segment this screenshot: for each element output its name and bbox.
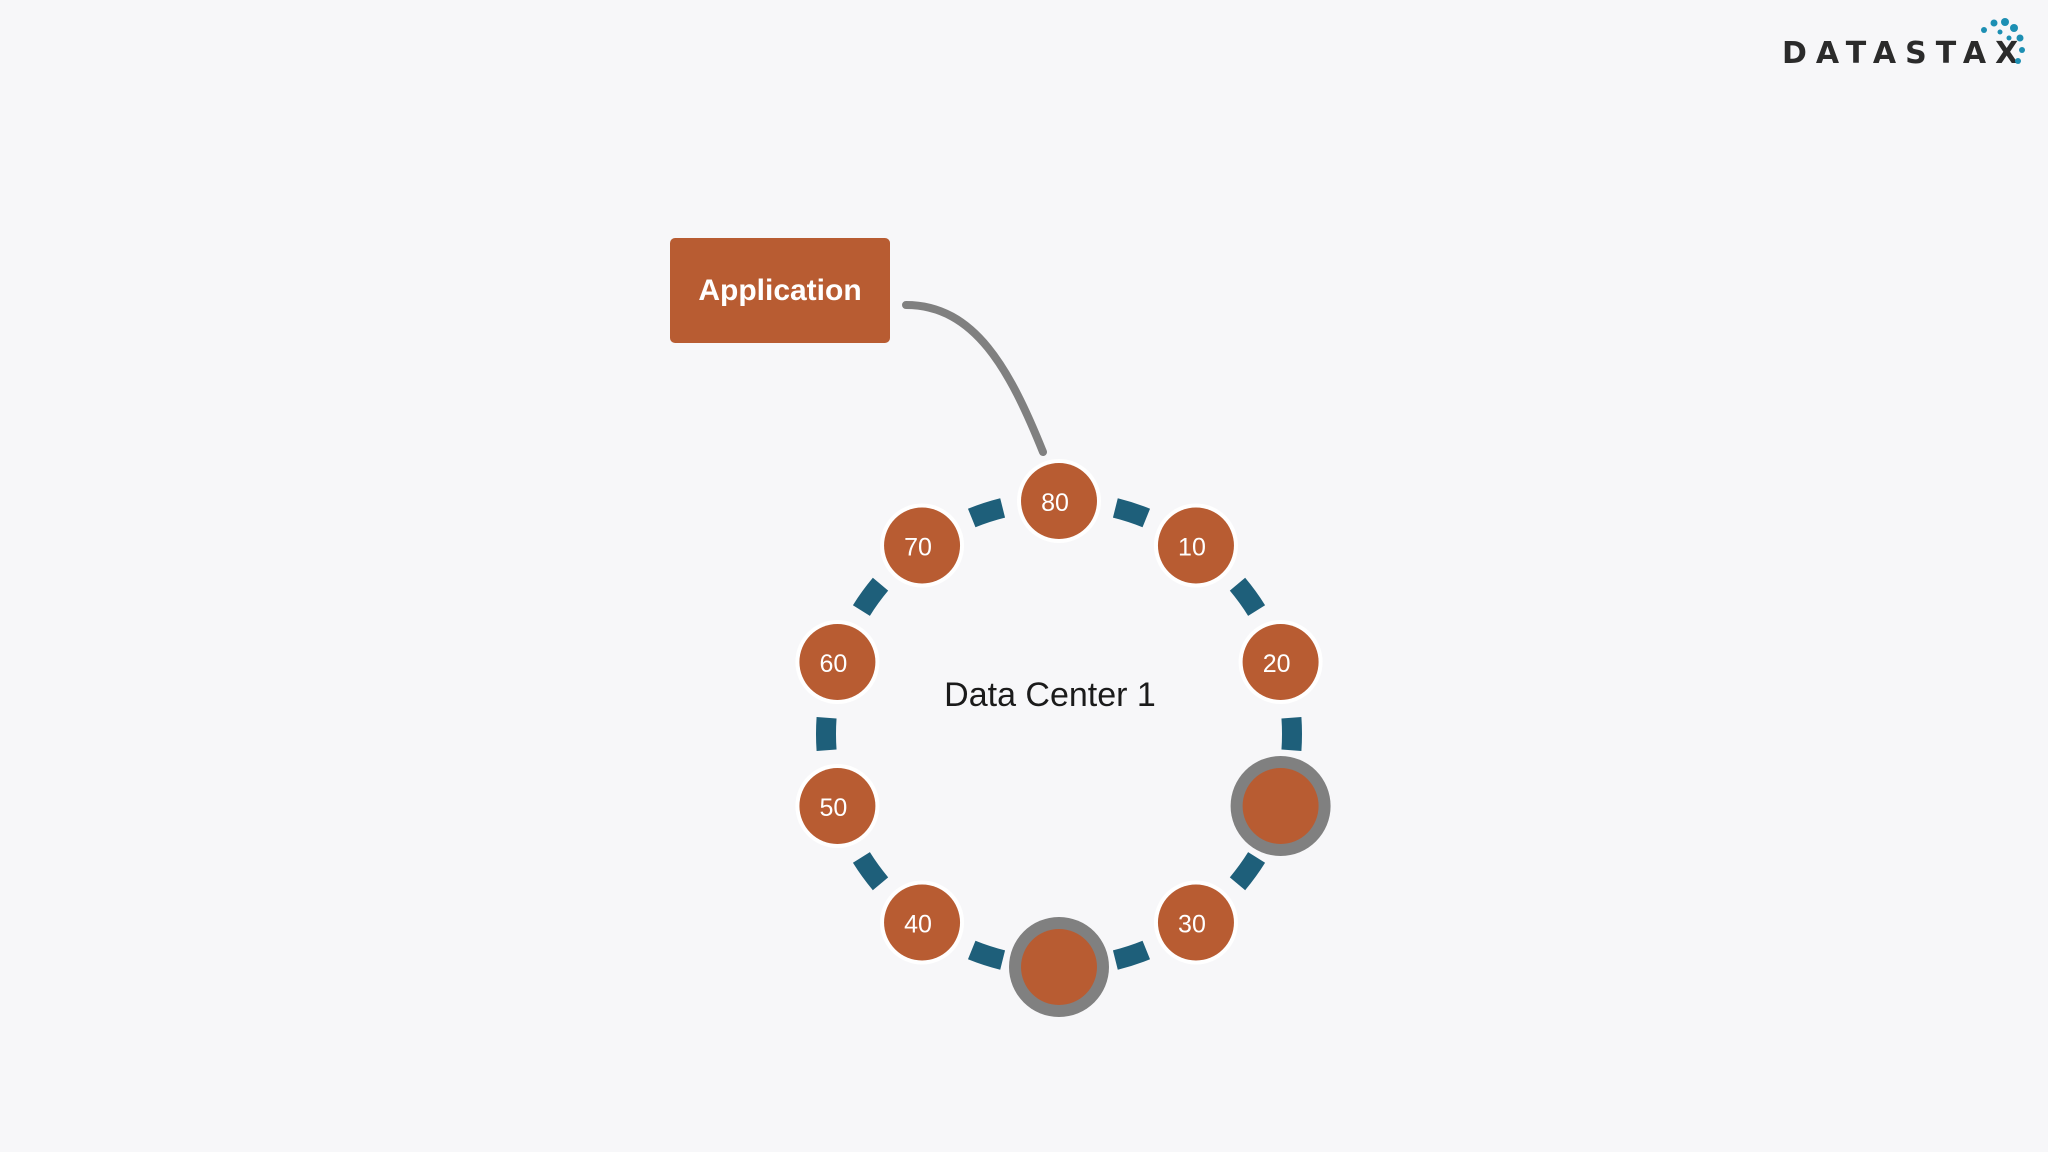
node-circle [799,623,876,700]
node-circle [1157,884,1234,961]
data-center-label: Data Center 1 [944,676,1156,714]
node-70[interactable]: 70 [880,503,965,588]
ring-segment [967,498,1006,528]
node-highlighted[interactable] [1230,756,1331,857]
node-token-label: 40 [904,911,932,939]
ring-segment [1112,498,1151,528]
logo-text: DATASTAX [1782,36,2028,71]
node-60[interactable]: 60 [795,619,880,704]
node-circle [799,768,876,845]
ring-segment [1229,577,1266,616]
node-80[interactable]: 80 [1017,459,1101,543]
node-circle [1021,463,1097,539]
node-circle [884,507,961,584]
ring-segment [852,852,889,891]
node-token-label: 50 [819,794,847,822]
node-token-label: 70 [904,533,932,561]
node-50[interactable]: 50 [795,764,880,849]
node-circle [1157,507,1234,584]
node-token-label: 10 [1178,533,1206,561]
node-30[interactable]: 30 [1153,880,1238,965]
node-40[interactable]: 40 [880,880,965,965]
ring-segment [816,717,837,751]
application-label: Application [698,273,862,307]
node-token-label: 80 [1041,489,1069,517]
ring-segment [852,577,889,616]
ring-segment [967,940,1006,970]
node-group: 80 10 20 30 40 50 60 70 [795,459,1331,1017]
node-token-label: 60 [819,650,847,678]
node-highlighted[interactable] [1009,917,1109,1017]
node-20[interactable]: 20 [1238,619,1323,704]
node-token-label: 30 [1178,911,1206,939]
node-token-label: 20 [1263,650,1291,678]
application-box[interactable]: Application [670,238,890,343]
ring-segment [1112,940,1151,970]
token-ring [816,498,1302,970]
ring-segment [1281,717,1302,751]
node-circle [1242,623,1319,700]
node-circle [1242,768,1319,845]
node-10[interactable]: 10 [1153,503,1238,588]
node-circle [884,884,961,961]
dot-cluster-icon [1981,18,2025,64]
node-circle [1021,929,1097,1005]
ring-segment [1229,852,1266,891]
application-connector-line [902,301,1047,456]
